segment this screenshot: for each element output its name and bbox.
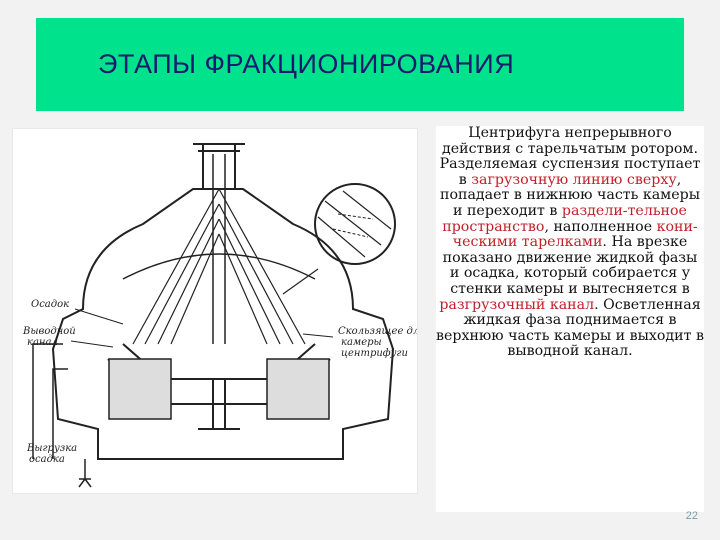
disc-stack — [132, 188, 306, 345]
desc-part-2: , попадает в нижнюю часть камеры и перех… — [440, 171, 700, 219]
centrifuge-drawing: Осадок Выводной канал Скользящее для кам… — [22, 143, 417, 488]
discharge-channel — [32, 343, 68, 459]
centrifuge-figure: Осадок Выводной канал Скользящее для кам… — [12, 128, 418, 494]
spindle — [198, 379, 240, 430]
sediment-left — [108, 358, 172, 420]
slide-title: ЭТАПЫ ФРАКЦИОНИРОВАНИЯ — [98, 49, 515, 79]
label-skolzyashchee-2: камеры — [341, 337, 382, 348]
desc-part-4: . На врезке показано движение жидкой фаз… — [442, 234, 698, 297]
sediment-right — [266, 358, 330, 420]
desc-highlight-1: загрузочную линию сверху — [471, 171, 677, 188]
label-vygruzka-2: осадка — [29, 454, 65, 465]
desc-part-5: . Осветленная жидкая фаза поднимается в … — [436, 296, 704, 360]
desc-part-1: Центрифуга непрерывного действия с тарел… — [439, 125, 701, 188]
desc-part-3: , наполненное — [544, 218, 657, 235]
description-text: Центрифуга непрерывного действия с тарел… — [436, 125, 704, 512]
label-skolzyashchee-3: центрифуги — [341, 348, 408, 359]
title-banner: ЭТАПЫ ФРАКЦИОНИРОВАНИЯ — [36, 18, 684, 111]
label-vyvodnoy-1: Выводной — [22, 326, 76, 337]
label-skolzyashchee-1: Скользящее для — [338, 326, 417, 337]
label-osadok: Осадок — [31, 299, 69, 310]
casing-outline — [51, 188, 395, 460]
page-number: 22 — [685, 510, 698, 522]
desc-highlight-4: разгрузочный канал — [439, 296, 595, 313]
label-vyvodnoy-2: канал — [27, 337, 58, 348]
inset-circle — [314, 183, 396, 265]
desc-highlight-2: раздели-тельное пространство — [442, 202, 687, 235]
desc-highlight-3: кони-ческими тарелками — [452, 218, 698, 251]
feed-pipe — [193, 143, 245, 189]
label-vygruzka-1: Выгрузка — [26, 443, 77, 454]
